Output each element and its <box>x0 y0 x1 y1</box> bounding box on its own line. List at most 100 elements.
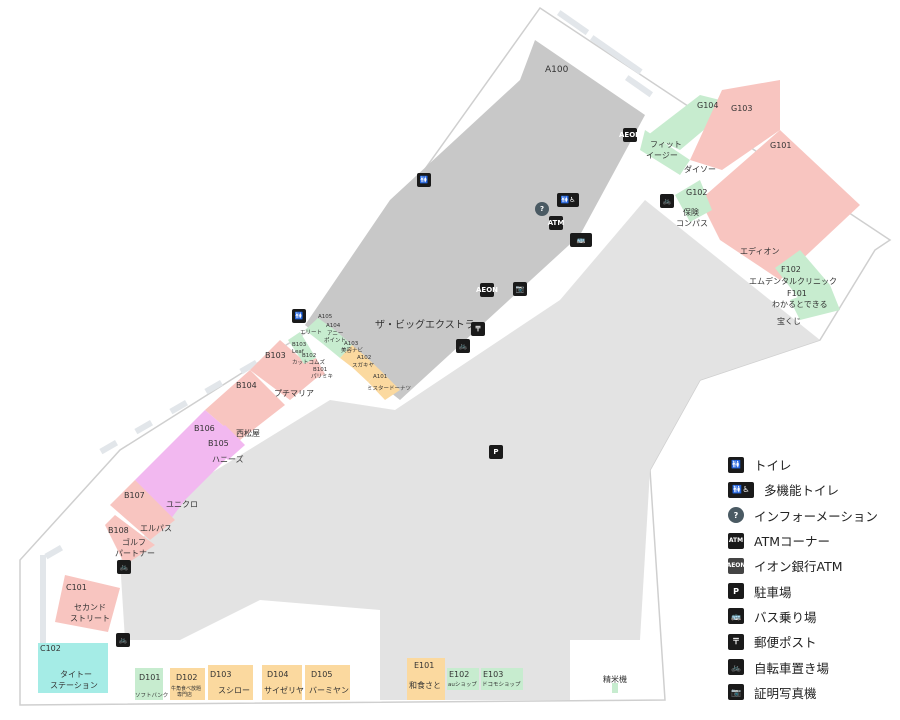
store-code-a102: A102 <box>357 355 371 361</box>
bicycle-parking-icon: 🚲 <box>660 194 674 208</box>
store-g103 <box>690 80 780 170</box>
store-name-a101: ミスタードーナツ <box>367 384 411 392</box>
store-name-d104: サイゼリヤ <box>264 685 304 695</box>
store-code-a105: A105 <box>318 314 333 320</box>
store-name-a102: スガキヤ <box>352 361 375 369</box>
store-code-d102: D102 <box>176 673 197 682</box>
aeon-bank-atm-icon: AEON <box>727 557 745 574</box>
store-b103b <box>288 332 308 352</box>
information-icon: ? <box>728 507 744 524</box>
store-name-b106: ユニクロ <box>166 500 198 509</box>
store-f102 <box>775 250 830 300</box>
rice-mill-label: 精米機 <box>603 674 627 684</box>
legend-item-multipurpose-toilet: 🚻♿ 多機能トイレ <box>728 477 900 502</box>
legend-item-aeon-bank-atm: AEON イオン銀行ATM <box>727 553 900 578</box>
legend-label: 証明写真機 <box>754 685 817 701</box>
legend-label: イオン銀行ATM <box>754 559 843 575</box>
store-name-e103: ドコモショップ <box>482 681 521 688</box>
store-name-d103: スシロー <box>218 686 250 695</box>
store-a101 <box>368 370 400 400</box>
store-a105 <box>305 318 335 344</box>
store-e101 <box>407 658 445 700</box>
store-b102 <box>296 345 316 364</box>
store-name-e102: auショップ <box>448 681 477 688</box>
store-name-c101: セカンドストリート <box>70 603 110 623</box>
store-code-b108: B108 <box>108 526 129 535</box>
anchor-name: ザ・ビッグエクストラ <box>375 318 475 331</box>
store-name-d101: ソフトバンク <box>135 692 168 699</box>
store-code-b103b: B103 <box>292 342 307 348</box>
store-b105 <box>205 425 245 460</box>
legend-item-postbox: 〒 郵便ポスト <box>728 629 900 654</box>
store-name-b101: パリミキ <box>311 373 333 380</box>
store-name-b104: 西松屋 <box>236 428 260 438</box>
store-code-f101: F101 <box>787 289 807 298</box>
store-e102 <box>447 668 479 690</box>
legend: 🚻 トイレ 🚻♿ 多機能トイレ ? インフォーメーション ATM ATMコーナー… <box>727 452 900 705</box>
parking-lot-south <box>380 605 640 640</box>
aeon-bank-atm-icon: AEON <box>619 128 641 142</box>
anchor-code: A100 <box>545 65 569 75</box>
store-code-b105: B105 <box>208 439 229 448</box>
multipurpose-toilet-icon: 🚻♿ <box>557 193 579 207</box>
bus-stop-icon: 🚌 <box>728 608 744 625</box>
store-a102 <box>353 356 380 382</box>
store-name-d102: 牛角食べ放題専門店 <box>171 685 201 698</box>
store-b108 <box>105 515 155 565</box>
store-c101 <box>55 575 120 632</box>
photo-booth-icon: 📷 <box>728 684 744 701</box>
toilet-icon: 🚻 <box>417 173 431 187</box>
legend-label: ATMコーナー <box>754 534 831 550</box>
store-name-d105: バーミヤン <box>309 686 349 695</box>
legend-label: 駐車場 <box>754 584 792 600</box>
store-code-g102: G102 <box>686 188 707 197</box>
bus-stop-icon: 🚌 <box>570 233 592 247</box>
store-code-d103: D103 <box>210 670 231 679</box>
store-d101 <box>135 668 163 700</box>
store-b107 <box>110 480 175 540</box>
store-name-fit: フィットイージー <box>646 140 682 160</box>
store-code-e101: E101 <box>414 661 434 670</box>
store-d103 <box>208 665 253 700</box>
parking-icon: P <box>728 583 744 600</box>
store-code-a103: A103 <box>344 341 359 347</box>
store-g102 <box>675 180 712 222</box>
information-icon: ? <box>535 202 549 216</box>
store-a104 <box>323 330 352 358</box>
store-code-c101: C101 <box>66 583 87 592</box>
legend-item-parking: P 駐車場 <box>728 578 900 603</box>
store-code-g103: G103 <box>731 104 752 113</box>
parking-icon: P <box>489 445 503 459</box>
store-name-takara: 宝くじ <box>777 316 801 326</box>
store-name-b103: プチマリア <box>274 389 314 398</box>
atm-icon: ATM <box>548 216 564 230</box>
store-code-b101: B101 <box>313 367 327 373</box>
legend-label: トイレ <box>754 458 792 474</box>
store-e103 <box>481 668 523 690</box>
atm-icon: ATM <box>728 532 744 549</box>
road-markings <box>40 10 654 655</box>
store-name-a104: アニーポイント <box>324 330 346 344</box>
store-name-g103: ダイソー <box>684 164 716 174</box>
store-name-a105: エリート <box>300 329 322 336</box>
legend-label: インフォーメーション <box>754 508 878 524</box>
store-code-f102: F102 <box>781 265 801 274</box>
store-code-a101: A101 <box>373 374 387 380</box>
store-name-f102: エムデンタルクリニック <box>749 276 837 286</box>
store-code-b106: B106 <box>194 424 215 433</box>
store-code-b103: B103 <box>265 351 286 360</box>
store-code-g101: G101 <box>770 141 791 150</box>
store-name-b107: エルパス <box>140 524 172 533</box>
legend-item-information: ? インフォーメーション <box>728 503 900 528</box>
store-b104 <box>205 370 285 440</box>
toilet-icon: 🚻 <box>728 456 744 473</box>
store-code-c102: C102 <box>40 644 61 653</box>
store-name-g102: 保険コンパス <box>676 207 708 228</box>
store-g104 <box>648 95 720 150</box>
rice-mill-marker <box>612 683 618 693</box>
legend-item-atm: ATM ATMコーナー <box>728 528 900 553</box>
bicycle-parking-icon: 🚲 <box>116 633 130 647</box>
store-name-g101: エディオン <box>740 246 779 256</box>
store-code-d101: D101 <box>139 673 160 682</box>
